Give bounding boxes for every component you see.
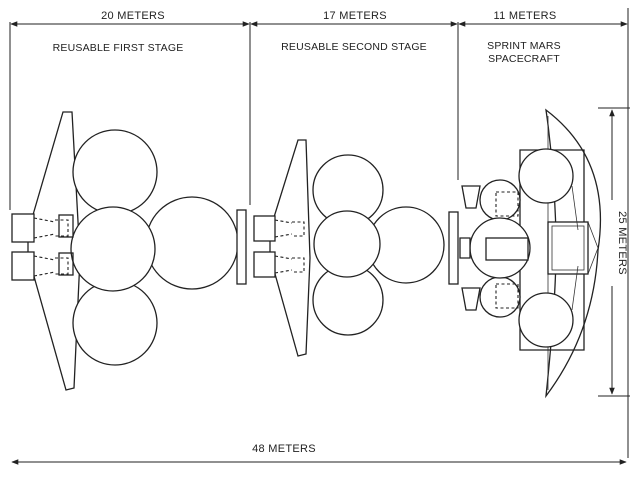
stage1-feed-lower bbox=[33, 255, 69, 277]
total-length-label: 48 METERS bbox=[252, 443, 316, 455]
habitat-nose bbox=[587, 221, 599, 275]
stage1-tank-upper bbox=[72, 129, 158, 215]
stage2-wing bbox=[269, 139, 311, 357]
stage1-engine-lower bbox=[11, 251, 35, 281]
spacecraft-sphere-lower bbox=[479, 276, 521, 318]
interstage-plate-2 bbox=[448, 211, 459, 285]
stage1-pump-lower bbox=[58, 252, 74, 276]
stage2-feed-lower bbox=[274, 255, 305, 274]
spacecraft-label-line1: SPRINT MARS bbox=[487, 40, 561, 52]
interstage-plate-1 bbox=[236, 209, 247, 285]
stage1-tank-lower bbox=[72, 280, 158, 366]
stage1-feed-upper bbox=[33, 217, 69, 239]
top-dimensions: 20 METERS 17 METERS 11 METERS bbox=[9, 8, 629, 458]
height-dimension: 25 METERS bbox=[598, 107, 630, 397]
aerobrake-shell bbox=[545, 108, 602, 399]
spacecraft-label-line2: SPACECRAFT bbox=[488, 53, 560, 65]
spacecraft-engine-upper bbox=[461, 185, 481, 209]
spacecraft-length-label: 11 METERS bbox=[493, 10, 556, 22]
spacecraft-body bbox=[519, 149, 585, 351]
stage2-feed-upper bbox=[274, 219, 305, 238]
spacecraft-sphere-upper bbox=[479, 179, 521, 221]
structure-struts bbox=[571, 185, 579, 311]
label-bg bbox=[605, 200, 623, 286]
label-bg bbox=[238, 440, 330, 455]
stage1-length-label: 20 METERS bbox=[101, 10, 165, 22]
stage2-engine-upper bbox=[253, 215, 276, 242]
stage2-label: REUSABLE SECOND STAGE bbox=[281, 41, 427, 53]
spacecraft-engine-lower bbox=[461, 287, 481, 311]
stage1-tank-aft bbox=[145, 196, 239, 290]
habitat-module bbox=[547, 221, 589, 275]
equipment-box-upper bbox=[495, 191, 519, 217]
second-stage bbox=[253, 139, 445, 357]
bottom-dimension: 48 METERS bbox=[11, 440, 627, 465]
equipment-box-lower bbox=[495, 283, 519, 309]
stage2-length-label: 17 METERS bbox=[323, 10, 387, 22]
spacecraft-tank-lower bbox=[518, 292, 574, 348]
stage1-tank-center bbox=[70, 206, 156, 292]
label-bg bbox=[88, 8, 178, 22]
spacecraft-tank-upper bbox=[518, 148, 574, 204]
label-bg bbox=[312, 8, 398, 22]
spacecraft-engine-center bbox=[459, 237, 471, 259]
label-bg bbox=[490, 8, 572, 22]
first-stage bbox=[11, 111, 239, 391]
spacecraft bbox=[459, 108, 602, 399]
stage2-engine-lower bbox=[253, 251, 276, 278]
stage2-tank-center bbox=[313, 210, 381, 278]
stage1-pump-upper bbox=[58, 214, 74, 238]
stage1-label: REUSABLE FIRST STAGE bbox=[53, 42, 184, 54]
stage1-engine-upper bbox=[11, 213, 35, 243]
habitat-inner bbox=[551, 225, 585, 271]
height-label: 25 METERS bbox=[616, 211, 628, 275]
spacecraft-cylinder bbox=[485, 237, 529, 261]
